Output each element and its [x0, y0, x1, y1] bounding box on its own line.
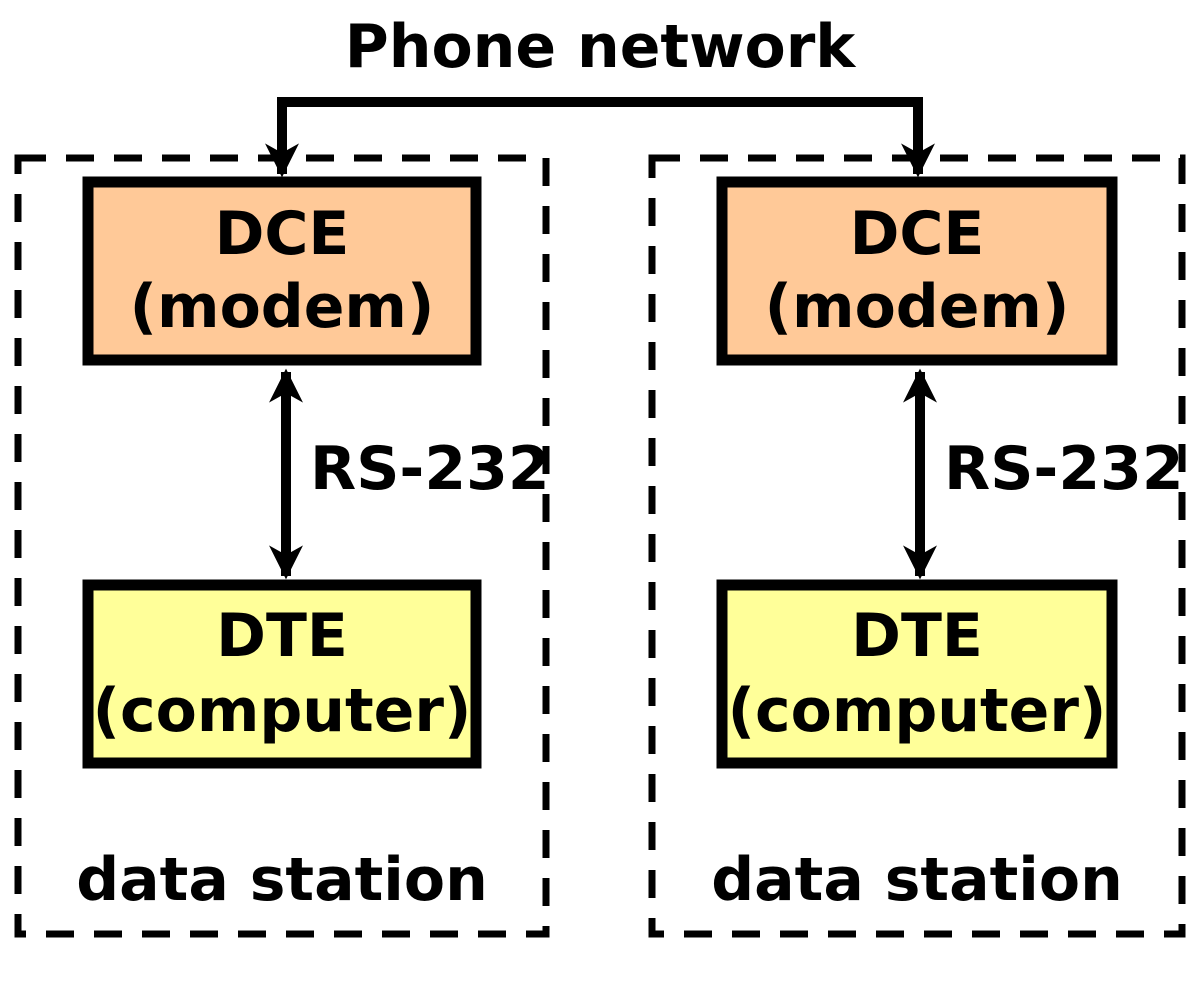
dce-subtitle: (modem)	[765, 272, 1070, 342]
dte-subtitle: (computer)	[728, 676, 1107, 746]
data-station-label: data station	[76, 845, 488, 915]
dte-box: DTE (computer)	[82, 579, 482, 769]
dce-box: DCE (modem)	[82, 176, 482, 366]
station-boundary	[14, 154, 550, 938]
dte-rect	[716, 579, 1118, 769]
rs232-label: RS-232	[944, 434, 1184, 504]
station-boundary	[648, 154, 1186, 938]
dce-box: DCE (modem)	[716, 176, 1118, 366]
dce-subtitle: (modem)	[130, 272, 435, 342]
rs232-label: RS-232	[310, 434, 550, 504]
dte-rect	[82, 579, 482, 769]
data-station-label: data station	[711, 845, 1123, 915]
dte-box: DTE (computer)	[716, 579, 1118, 769]
data-station-right: DCE (modem) RS-232 DTE (computer) data s…	[648, 154, 1186, 938]
dte-title: DTE	[216, 601, 348, 671]
dte-subtitle: (computer)	[93, 676, 472, 746]
dce-rect	[82, 176, 482, 366]
phone-network-link	[264, 97, 936, 178]
data-station-left: DCE (modem) RS-232 DTE (computer) data s…	[14, 154, 550, 938]
dce-rect	[716, 176, 1118, 366]
dce-title: DCE	[215, 199, 350, 269]
dce-title: DCE	[850, 199, 985, 269]
phone-network-label: Phone network	[345, 12, 858, 82]
dte-title: DTE	[851, 601, 983, 671]
